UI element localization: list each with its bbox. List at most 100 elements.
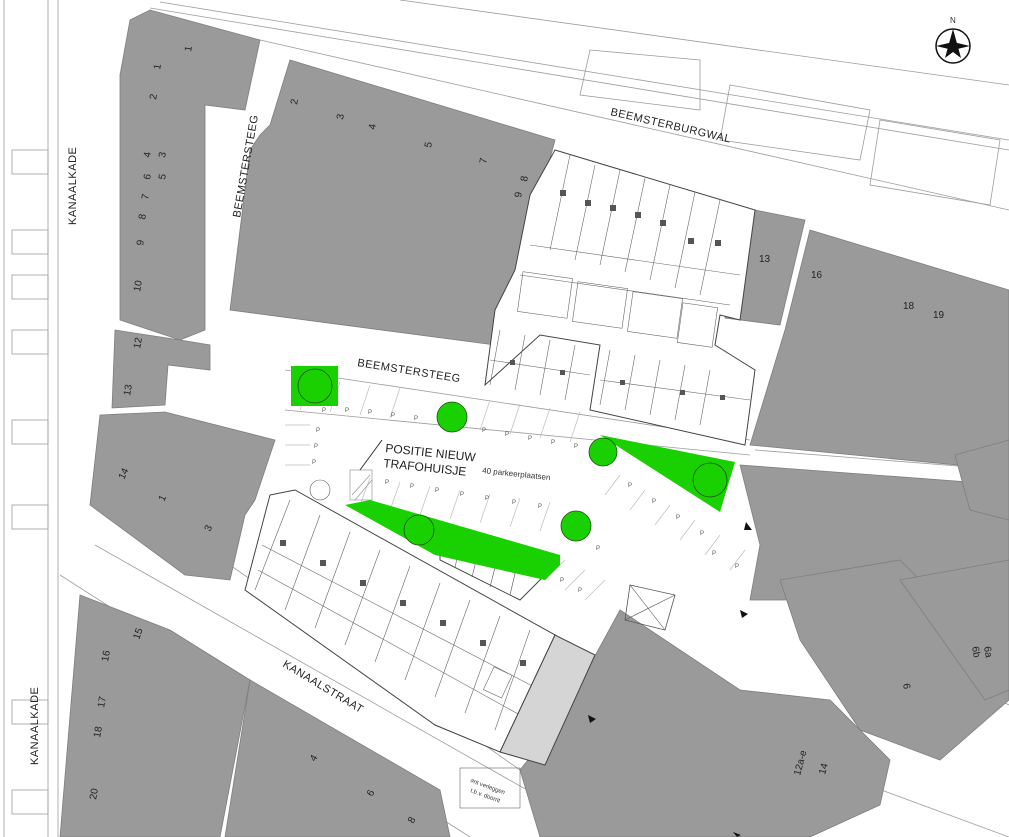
house-number: 8 — [137, 213, 149, 221]
tree-icon — [692, 462, 728, 498]
house-number: 5 — [423, 141, 435, 149]
parking-symbol: P — [322, 408, 326, 414]
house-number: 16 — [811, 270, 823, 281]
parking-symbol: P — [538, 504, 542, 510]
house-number: 6b — [969, 646, 982, 659]
house-number: 6 — [900, 683, 912, 691]
parking-symbol: P — [312, 460, 316, 466]
house-number: 3 — [335, 113, 347, 121]
building-block-16-19 — [749, 229, 1009, 471]
house-number: 10 — [132, 279, 145, 292]
green-strip-left — [345, 500, 560, 580]
parking-symbol: P — [712, 551, 716, 557]
house-number: 13 — [759, 254, 771, 265]
parking-lines — [285, 379, 746, 601]
house-number: 5 — [157, 173, 169, 181]
building-right-edge — [954, 439, 1009, 521]
parking-symbol: P — [345, 408, 349, 414]
parking-symbol: P — [596, 546, 600, 552]
parking-symbol: P — [435, 488, 439, 494]
building-block-15-20 — [59, 594, 251, 837]
callout-parking: 40 parkeerplaatsen — [482, 466, 551, 482]
arrow-icon — [733, 832, 741, 837]
parking-symbol: P — [482, 428, 486, 434]
parking-symbol: P — [528, 436, 532, 442]
parking-symbol: P — [628, 483, 632, 489]
tree-icon — [588, 437, 618, 467]
building-6b-6a — [899, 559, 1009, 701]
building-block-kanaalstraat-south — [224, 679, 451, 837]
parking-symbol: P — [316, 428, 320, 434]
house-number: 18 — [92, 725, 105, 738]
callout-leader — [359, 439, 383, 471]
tree-icon — [297, 368, 333, 404]
green-wedge — [520, 545, 560, 575]
parking-symbol: P — [560, 578, 564, 584]
street-label-beemstersteeg-horizontal: BEEMSTERSTEEG — [357, 357, 462, 385]
parking-symbol: P — [414, 416, 418, 422]
house-number: 1 — [152, 63, 164, 71]
details — [309, 439, 752, 837]
house-number: 7 — [478, 157, 490, 165]
house-number: 6 — [365, 788, 378, 799]
house-number: 7 — [140, 193, 152, 201]
green-square — [291, 366, 338, 406]
house-number: 9 — [135, 239, 147, 247]
north-label: N — [950, 16, 956, 25]
house-number: 8 — [519, 175, 531, 183]
house-number: 1 — [157, 493, 170, 503]
green-areas — [291, 366, 735, 580]
house-number: 3 — [203, 523, 216, 533]
house-number: 4 — [308, 753, 321, 764]
green-triangle-right — [600, 435, 735, 512]
house-number: 16 — [100, 649, 113, 662]
house-number: 15 — [131, 626, 145, 641]
house-number: 4 — [142, 151, 154, 159]
parking-symbol: P — [485, 496, 489, 502]
house-number: 19 — [933, 310, 945, 321]
street-label-kanaalkade-top: KANAALKADE — [67, 147, 79, 225]
parking-symbol: P — [551, 440, 555, 446]
housing-plans — [244, 149, 756, 766]
house-number: 4 — [367, 123, 379, 131]
house-number: 9 — [513, 191, 525, 199]
parking-symbol: P — [512, 500, 516, 506]
arrow-icon — [588, 715, 596, 723]
parking-symbol: P — [676, 515, 680, 521]
parking-symbol: P — [314, 444, 318, 450]
parking-symbol: P — [652, 499, 656, 505]
parking-symbol: P — [735, 564, 739, 570]
house-number: 6a — [981, 646, 994, 659]
arrow-icon — [740, 610, 748, 618]
house-number: 14 — [117, 466, 132, 481]
parking-symbol: P — [391, 413, 395, 419]
house-number: 1 — [183, 45, 195, 53]
building-12-13 — [111, 329, 211, 409]
north-arrow: N — [935, 16, 971, 64]
house-number: 17 — [96, 695, 109, 708]
house-number: 18 — [903, 301, 915, 312]
house-number: 12 — [132, 336, 145, 349]
buildings — [59, 9, 1009, 837]
house-number: 6 — [142, 173, 154, 181]
street-label-beemsterburgwal: BEEMSTERBURGWAL — [609, 106, 732, 145]
parking-symbol: P — [385, 480, 389, 486]
building-block-kanaalkade-north — [119, 9, 261, 341]
trees — [297, 368, 728, 546]
parking-symbols: P P P P P P P P P P P P P P P P P P P P … — [312, 408, 739, 594]
street-label-kanaalkade-bottom: KANAALKADE — [29, 687, 41, 765]
parking-symbol: P — [460, 492, 464, 498]
house-number: 14 — [817, 762, 831, 776]
house-number: 20 — [88, 787, 101, 800]
house-numbers: 1 1 2 4 3 6 5 7 8 9 10 12 13 2 3 4 5 7 9… — [88, 45, 994, 826]
house-number: 8 — [406, 815, 419, 826]
house-number: 2 — [289, 98, 301, 106]
parking-symbol: P — [368, 410, 372, 416]
building-14-1-3 — [89, 411, 276, 581]
parking-symbol: P — [574, 444, 578, 450]
arrow-icon — [744, 522, 752, 530]
tree-icon — [403, 514, 435, 546]
parking-symbol: P — [578, 588, 582, 594]
tree-icon — [436, 401, 468, 433]
